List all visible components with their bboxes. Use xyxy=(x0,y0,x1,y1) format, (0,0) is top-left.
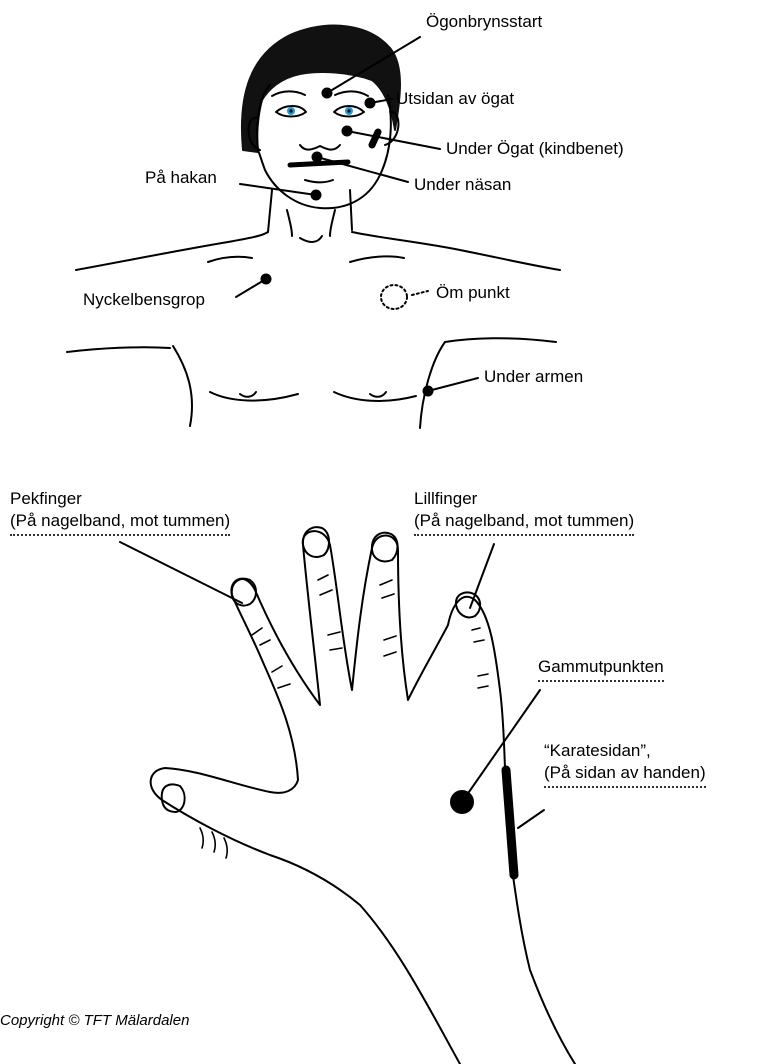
head-drawing xyxy=(242,26,400,209)
label-under-arm: Under armen xyxy=(484,366,583,388)
sore-spot-marker xyxy=(381,285,407,309)
collarbone-leader xyxy=(236,279,266,297)
right-clavicle xyxy=(350,256,404,262)
label-karate-title: “Karatesidan”, xyxy=(544,740,651,762)
label-gamut-point: Gammutpunkten xyxy=(538,656,664,682)
label-under-nose: Under näsan xyxy=(414,174,511,196)
label-under-eye: Under Ögat (kindbenet) xyxy=(446,138,624,160)
karate-side-marker xyxy=(506,770,514,875)
under-arm-leader xyxy=(428,378,478,391)
left-clavicle xyxy=(208,257,252,262)
label-collarbone: Nyckelbensgrop xyxy=(83,289,205,311)
label-eyebrow: Ögonbrynsstart xyxy=(426,11,542,33)
label-index-finger-note: (På nagelband, mot tummen) xyxy=(10,510,230,536)
hand-drawing xyxy=(120,527,575,1064)
index-fingernail xyxy=(232,579,256,606)
under-nose-leader xyxy=(317,157,408,182)
label-karate-note: (På sidan av handen) xyxy=(544,762,706,788)
label-little-finger-title: Lillfinger xyxy=(414,488,477,510)
right-armpit xyxy=(420,342,445,428)
label-outer-eye: Utsidan av ögat xyxy=(396,88,514,110)
under-eye-leader xyxy=(347,131,440,149)
karate-leader xyxy=(518,810,544,828)
neck-line-right xyxy=(330,210,335,236)
right-eyebrow xyxy=(335,91,368,96)
left-arm-top xyxy=(67,347,170,352)
left-eyebrow xyxy=(272,91,305,96)
label-little-finger-note: (På nagelband, mot tummen) xyxy=(414,510,634,536)
little-finger-leader xyxy=(470,544,494,608)
neck-right xyxy=(350,190,352,230)
right-shoulder xyxy=(352,232,560,270)
right-ear-mark xyxy=(372,132,378,145)
chin-crease xyxy=(305,180,333,182)
nose xyxy=(300,145,340,150)
copyright-text: Copyright © TFT Mälardalen xyxy=(0,1012,189,1029)
label-index-finger-title: Pekfinger xyxy=(10,488,82,510)
left-armpit xyxy=(173,346,192,426)
chin-leader xyxy=(240,184,316,195)
neck-left xyxy=(268,190,272,232)
neck-line-left xyxy=(287,210,292,236)
left-shoulder xyxy=(76,232,268,270)
label-chin: På hakan xyxy=(145,167,217,189)
jugular-notch xyxy=(300,236,322,242)
label-sore-spot: Öm punkt xyxy=(436,282,510,304)
sore-spot-leader xyxy=(412,291,428,295)
index-finger-leader xyxy=(120,542,242,603)
right-arm-top xyxy=(445,338,556,342)
ring-fingernail xyxy=(372,533,398,562)
